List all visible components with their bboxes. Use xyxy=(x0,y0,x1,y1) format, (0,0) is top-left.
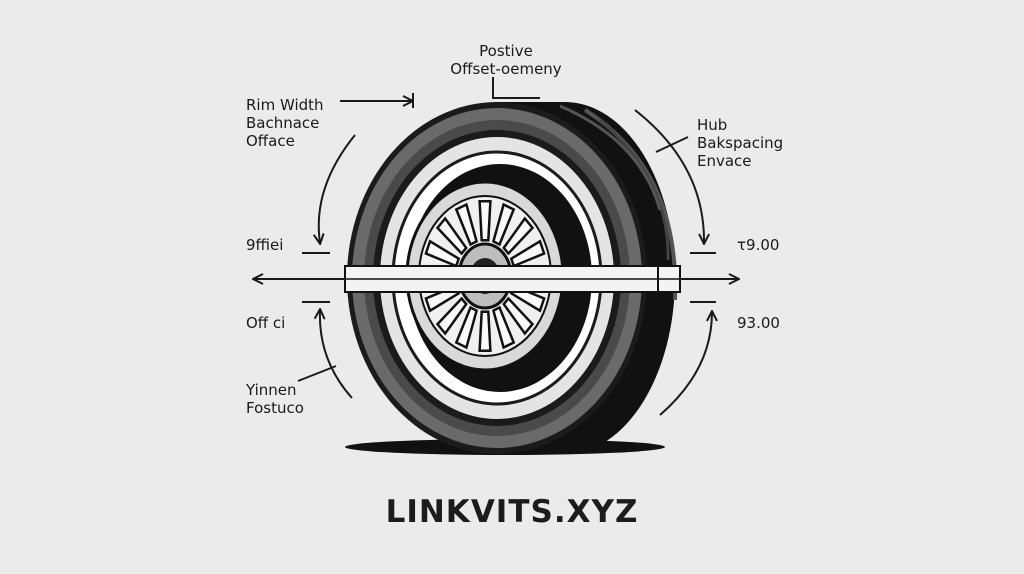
brand-watermark: LINKVITS.XYZ xyxy=(385,494,639,530)
label-line: Postive xyxy=(479,42,533,60)
label-line: Offset-oemeny xyxy=(450,60,562,78)
spoke xyxy=(435,216,468,256)
label-right-lower: 93.00 xyxy=(737,314,780,332)
dimension-arrows xyxy=(254,77,738,416)
spoke xyxy=(502,216,535,256)
label-left-lower: Off ci xyxy=(246,314,286,332)
label-rim-width: Rim Width Bachnace Offace xyxy=(246,96,324,150)
label-line: Yinnen xyxy=(246,381,297,399)
axle-band xyxy=(344,265,681,293)
spoke xyxy=(491,202,516,247)
spoke xyxy=(478,200,492,242)
label-line: Envace xyxy=(697,152,752,170)
spoke xyxy=(454,202,479,247)
label-left-upper: 9ffiei xyxy=(246,236,284,254)
label-line: Fostuco xyxy=(246,399,304,417)
spoke xyxy=(491,305,516,350)
spoke xyxy=(502,296,535,336)
label-hub-backspacing: Hub Bakspacing Envace xyxy=(697,116,783,170)
label-line: Offace xyxy=(246,132,295,150)
spoke xyxy=(454,305,479,350)
spoke xyxy=(424,239,461,268)
label-line: Hub xyxy=(697,116,728,134)
spoke xyxy=(509,239,546,268)
label-right-upper: τ9.00 xyxy=(737,236,780,254)
label-yinnen-fostuco: Yinnen Fostuco xyxy=(246,381,304,417)
label-line: Bachnace xyxy=(246,114,320,132)
label-line: Rim Width xyxy=(246,96,324,114)
label-line: Bakspacing xyxy=(697,134,784,152)
spoke xyxy=(435,296,468,336)
spoke xyxy=(478,310,492,352)
label-positive-offset: Postive Offset-oemeny xyxy=(436,42,576,78)
